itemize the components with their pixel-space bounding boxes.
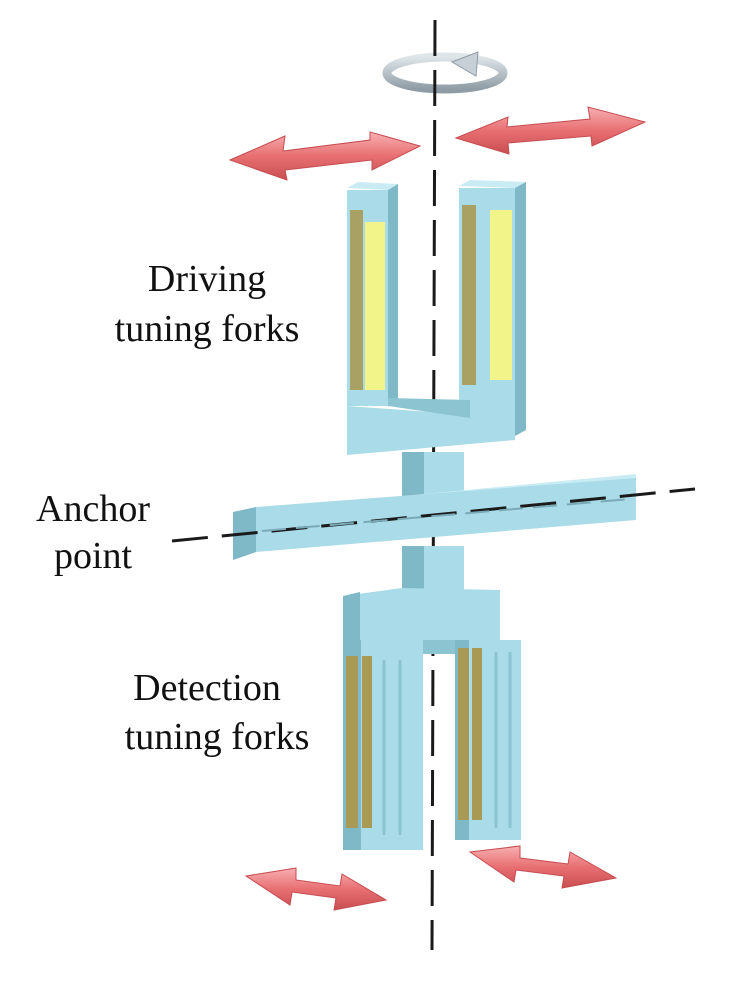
detection-label-line1: Detection — [133, 667, 281, 709]
driving-motion-arrow-right — [454, 106, 647, 155]
central-stem-lower — [402, 546, 464, 592]
detection-electrode-right-b — [472, 648, 482, 820]
anchor-label-line1: Anchor — [36, 488, 150, 530]
anchor-label-line2: point — [54, 535, 133, 577]
central-stem-upper — [402, 452, 464, 496]
driving-motion-arrow-left — [228, 131, 422, 181]
detection-motion-arrow-right — [468, 845, 618, 889]
driving-label-line2: tuning forks — [115, 308, 300, 350]
detection-electrode-left-b — [362, 656, 372, 828]
driving-electrode-left-gold — [350, 210, 363, 390]
driving-electrode-left-yellow — [365, 222, 385, 390]
beam-centerline — [261, 498, 631, 532]
driving-electrode-right-yellow — [490, 210, 512, 380]
driving-tuning-forks — [347, 180, 526, 455]
rotation-arrow-icon — [382, 51, 508, 94]
detection-tuning-forks — [343, 588, 521, 850]
detection-motion-arrow-left — [244, 867, 388, 911]
horizontal-axis-line — [171, 487, 696, 543]
detection-electrode-right-a — [458, 648, 469, 820]
detection-label-line2: tuning forks — [125, 716, 310, 758]
driving-label-line1: Driving — [148, 258, 266, 300]
driving-electrode-right-gold — [462, 205, 476, 385]
detection-electrode-left-a — [346, 656, 358, 828]
